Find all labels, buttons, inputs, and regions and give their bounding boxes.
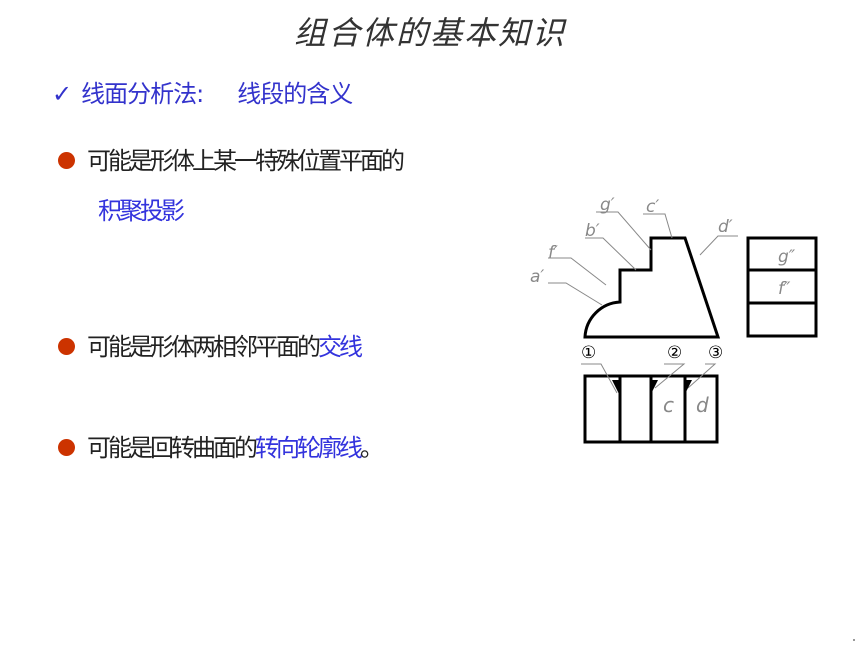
bullet-text: 可能是形体两相邻平面的	[87, 333, 321, 361]
bullet-text: 可能是回转曲面的	[87, 434, 258, 462]
section-heading: ✓ 线面分析法: 线段的含义	[52, 74, 353, 109]
bullet-suffix: 。	[360, 434, 384, 462]
circled-number-3: ③	[708, 343, 723, 363]
label-d-prime: d′	[718, 217, 733, 237]
topic-label: 线段的含义	[237, 80, 353, 108]
circled-number-1: ①	[581, 343, 596, 363]
label-d: d	[696, 393, 709, 417]
corner-mark	[853, 639, 855, 641]
orthographic-drawing: g′ c′ b′ d′ f′ a′ g″ f″ c d ① ② ③	[530, 195, 818, 444]
slide-title: 组合体的基本知识	[293, 14, 566, 52]
bullet-highlight: 交线	[318, 333, 363, 361]
bullet-text: 可能是形体上某一特殊位置平面的	[87, 147, 405, 175]
leader-lines	[548, 211, 738, 394]
label-a-prime: a′	[530, 267, 544, 287]
label-c-prime: c′	[646, 197, 659, 217]
arrow-marks	[612, 380, 692, 396]
bullet-item-2: 可能是形体两相邻平面的交线	[58, 327, 363, 362]
bullet-item-1: 可能是形体上某一特殊位置平面的	[58, 141, 405, 176]
label-g-prime: g′	[600, 195, 615, 215]
check-icon: ✓	[52, 80, 72, 108]
bullet-continuation: 积聚投影	[98, 197, 185, 225]
front-view	[583, 236, 721, 339]
circled-number-2: ②	[667, 343, 682, 363]
method-label: 线面分析法:	[81, 80, 204, 108]
label-c: c	[663, 393, 674, 417]
label-g-double-prime: g″	[778, 247, 796, 267]
bullet-highlight: 转向轮廓线	[255, 434, 363, 462]
bullet-item-3: 可能是回转曲面的转向轮廓线。	[58, 428, 384, 463]
bullet-dot-icon	[58, 438, 75, 456]
label-f-prime: f′	[548, 243, 558, 263]
side-view	[746, 236, 818, 338]
bullet-dot-icon	[58, 151, 75, 169]
bullet-dot-icon	[58, 337, 75, 355]
label-f-double-prime: f″	[778, 279, 791, 299]
label-b-prime: b′	[585, 221, 600, 241]
